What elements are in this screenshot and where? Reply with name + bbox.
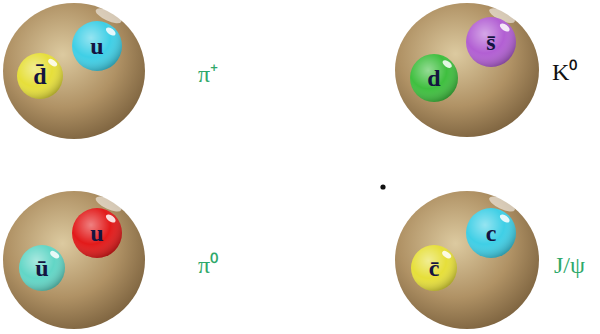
quark-ball: c [466, 208, 516, 258]
meson-body [3, 3, 145, 139]
quark-letter: u [72, 208, 122, 258]
quark-shading [466, 17, 516, 67]
quark-shading [19, 245, 65, 291]
quark-shading [411, 245, 457, 291]
quark-shading [410, 54, 458, 102]
meson-sphere: J/ψc̄c [394, 190, 540, 330]
center-dot [380, 184, 385, 189]
meson-sphere: K⁰ds̄ [394, 2, 540, 138]
meson-label: π⁰ [198, 252, 218, 278]
meson-body [395, 191, 539, 329]
quark-letter: d̄ [17, 53, 63, 99]
quark-shading [72, 208, 122, 258]
meson-body [3, 191, 145, 329]
meson-label: π⁺ [198, 61, 218, 87]
quark-body [466, 17, 516, 67]
quark-shading [17, 53, 63, 99]
quark-letter: s̄ [466, 17, 516, 67]
quark-body [410, 54, 458, 102]
quark-ball: d̄ [17, 53, 63, 99]
quark-body [72, 208, 122, 258]
meson-label: J/ψ [554, 252, 585, 278]
quark-body [466, 208, 516, 258]
gloss-highlight [499, 22, 511, 33]
meson-sphere: π⁺d̄u [2, 2, 146, 140]
quark-ball: u [72, 208, 122, 258]
quark-ball: u [72, 21, 122, 71]
meson-label: K⁰ [552, 59, 577, 85]
quark-letter: c̄ [411, 245, 457, 291]
gloss-highlight [49, 249, 60, 259]
quark-shading [72, 21, 122, 71]
quark-body [19, 245, 65, 291]
quark-shading [466, 208, 516, 258]
gloss-highlight [441, 249, 452, 259]
gloss-highlight [105, 213, 117, 224]
quark-letter: u [72, 21, 122, 71]
meson-body [395, 3, 539, 137]
gloss-highlight [47, 57, 58, 67]
quark-ball: s̄ [466, 17, 516, 67]
quark-body [17, 53, 63, 99]
gloss-highlight [441, 59, 453, 70]
gloss-highlight [105, 26, 117, 37]
quark-body [411, 245, 457, 291]
quark-ball: ū [19, 245, 65, 291]
quark-letter: c [466, 208, 516, 258]
quark-ball: d [410, 54, 458, 102]
gloss-highlight [499, 213, 511, 224]
quark-letter: d [410, 54, 458, 102]
quark-ball: c̄ [411, 245, 457, 291]
meson-sphere: π⁰ūu [2, 190, 146, 330]
quark-body [72, 21, 122, 71]
quark-letter: ū [19, 245, 65, 291]
